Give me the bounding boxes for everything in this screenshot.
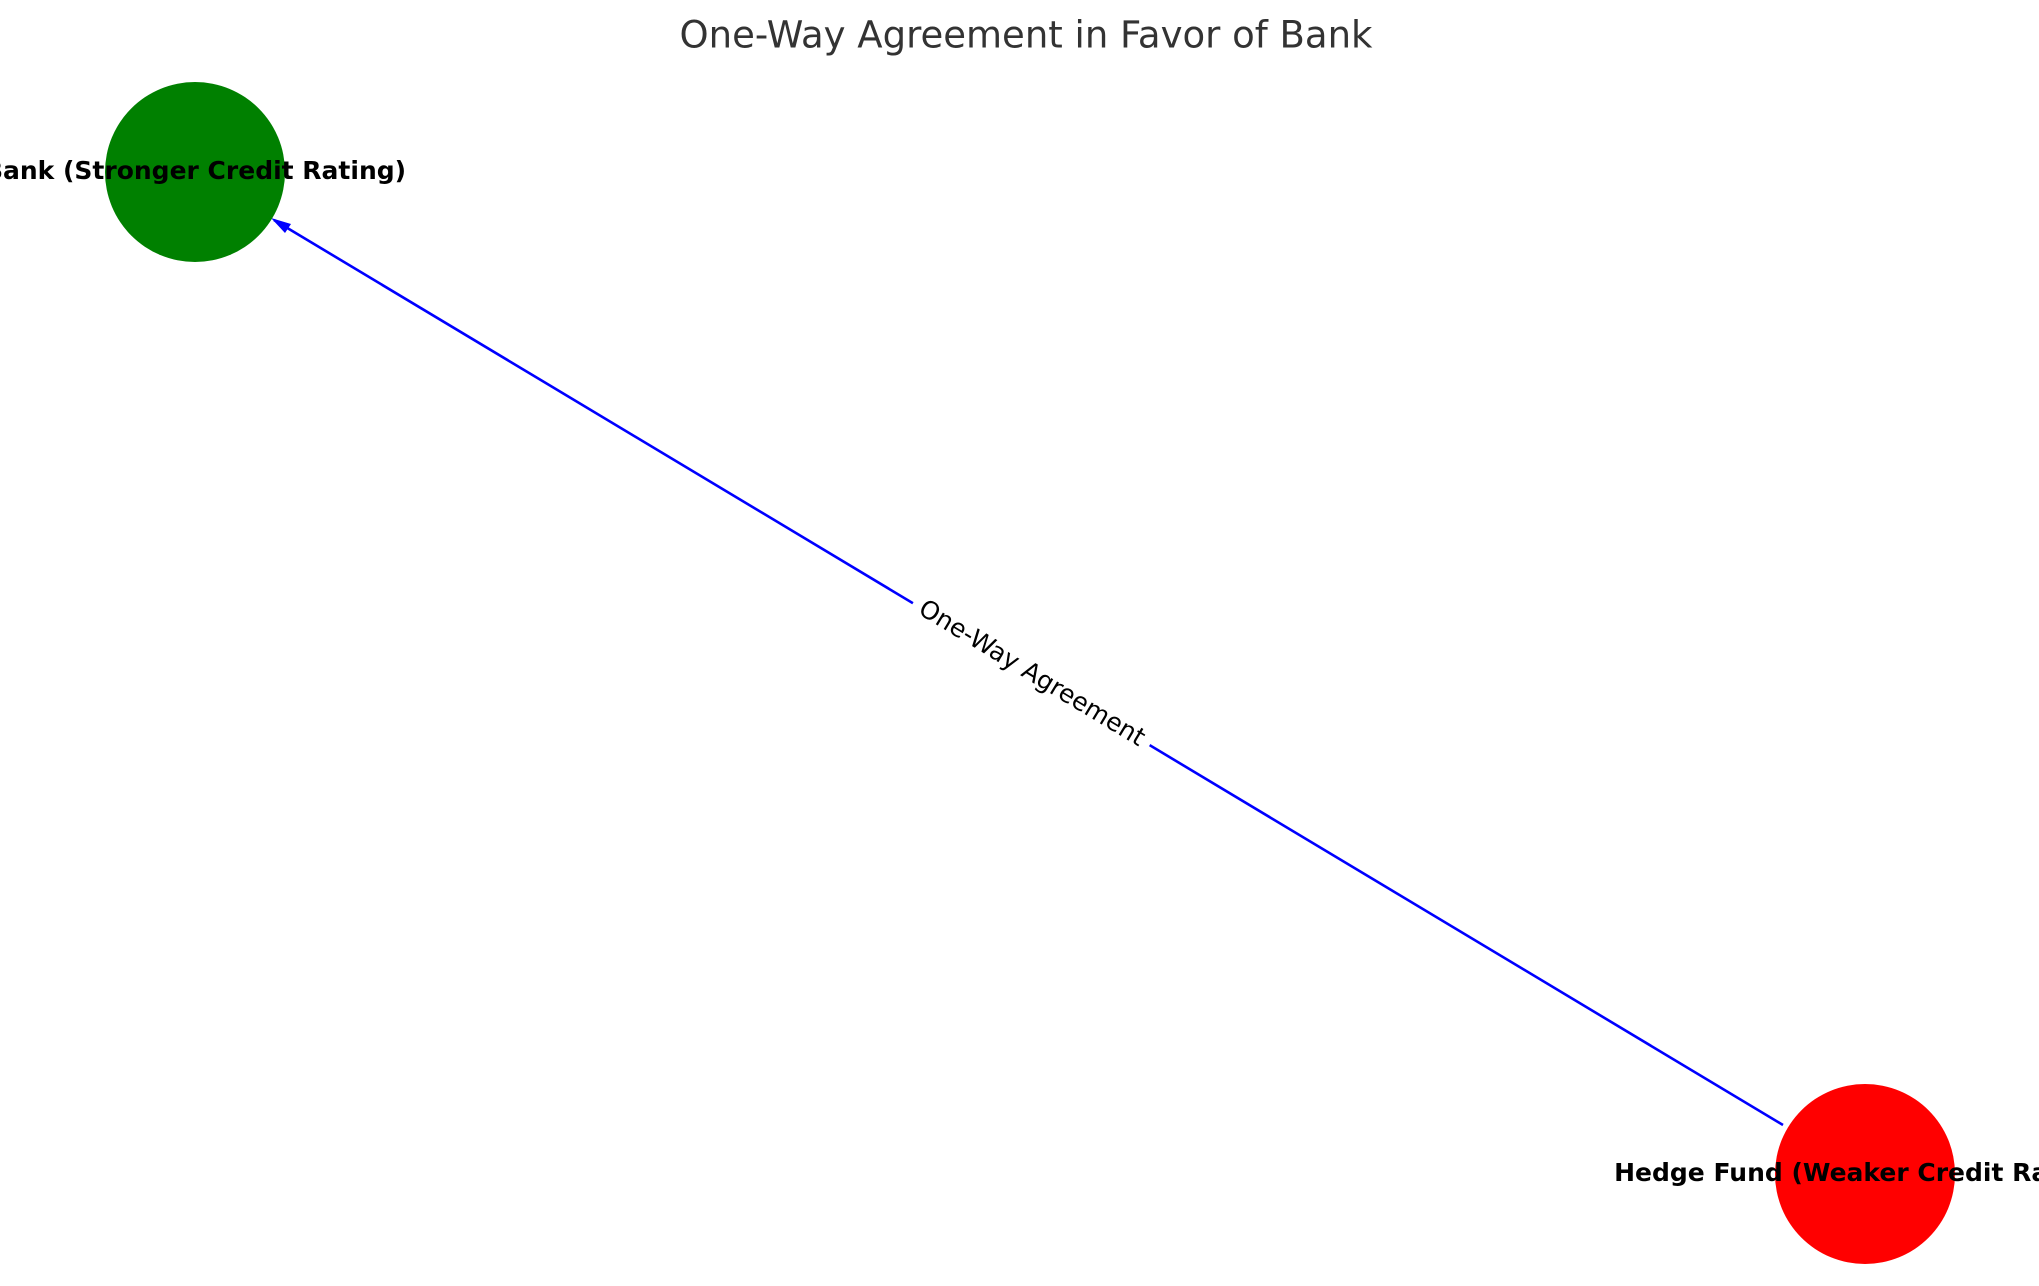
edge-label-group: One-Way Agreement (904, 586, 1160, 760)
hedge-fund-node (1775, 1084, 1955, 1264)
edge-label: One-Way Agreement (914, 593, 1151, 752)
edge-label-background (904, 586, 1160, 760)
bank-node-label: Bank (Stronger Credit Rating) (0, 156, 406, 185)
diagram-title: One-Way Agreement in Favor of Bank (680, 14, 1373, 57)
graph-area: Bank (Stronger Credit Rating) Hedge Fund… (0, 82, 2039, 1264)
hedge-fund-node-label: Hedge Fund (Weaker Credit Rating) (1614, 1158, 2039, 1187)
bank-node (105, 82, 285, 262)
edge-arrowhead (271, 218, 291, 233)
